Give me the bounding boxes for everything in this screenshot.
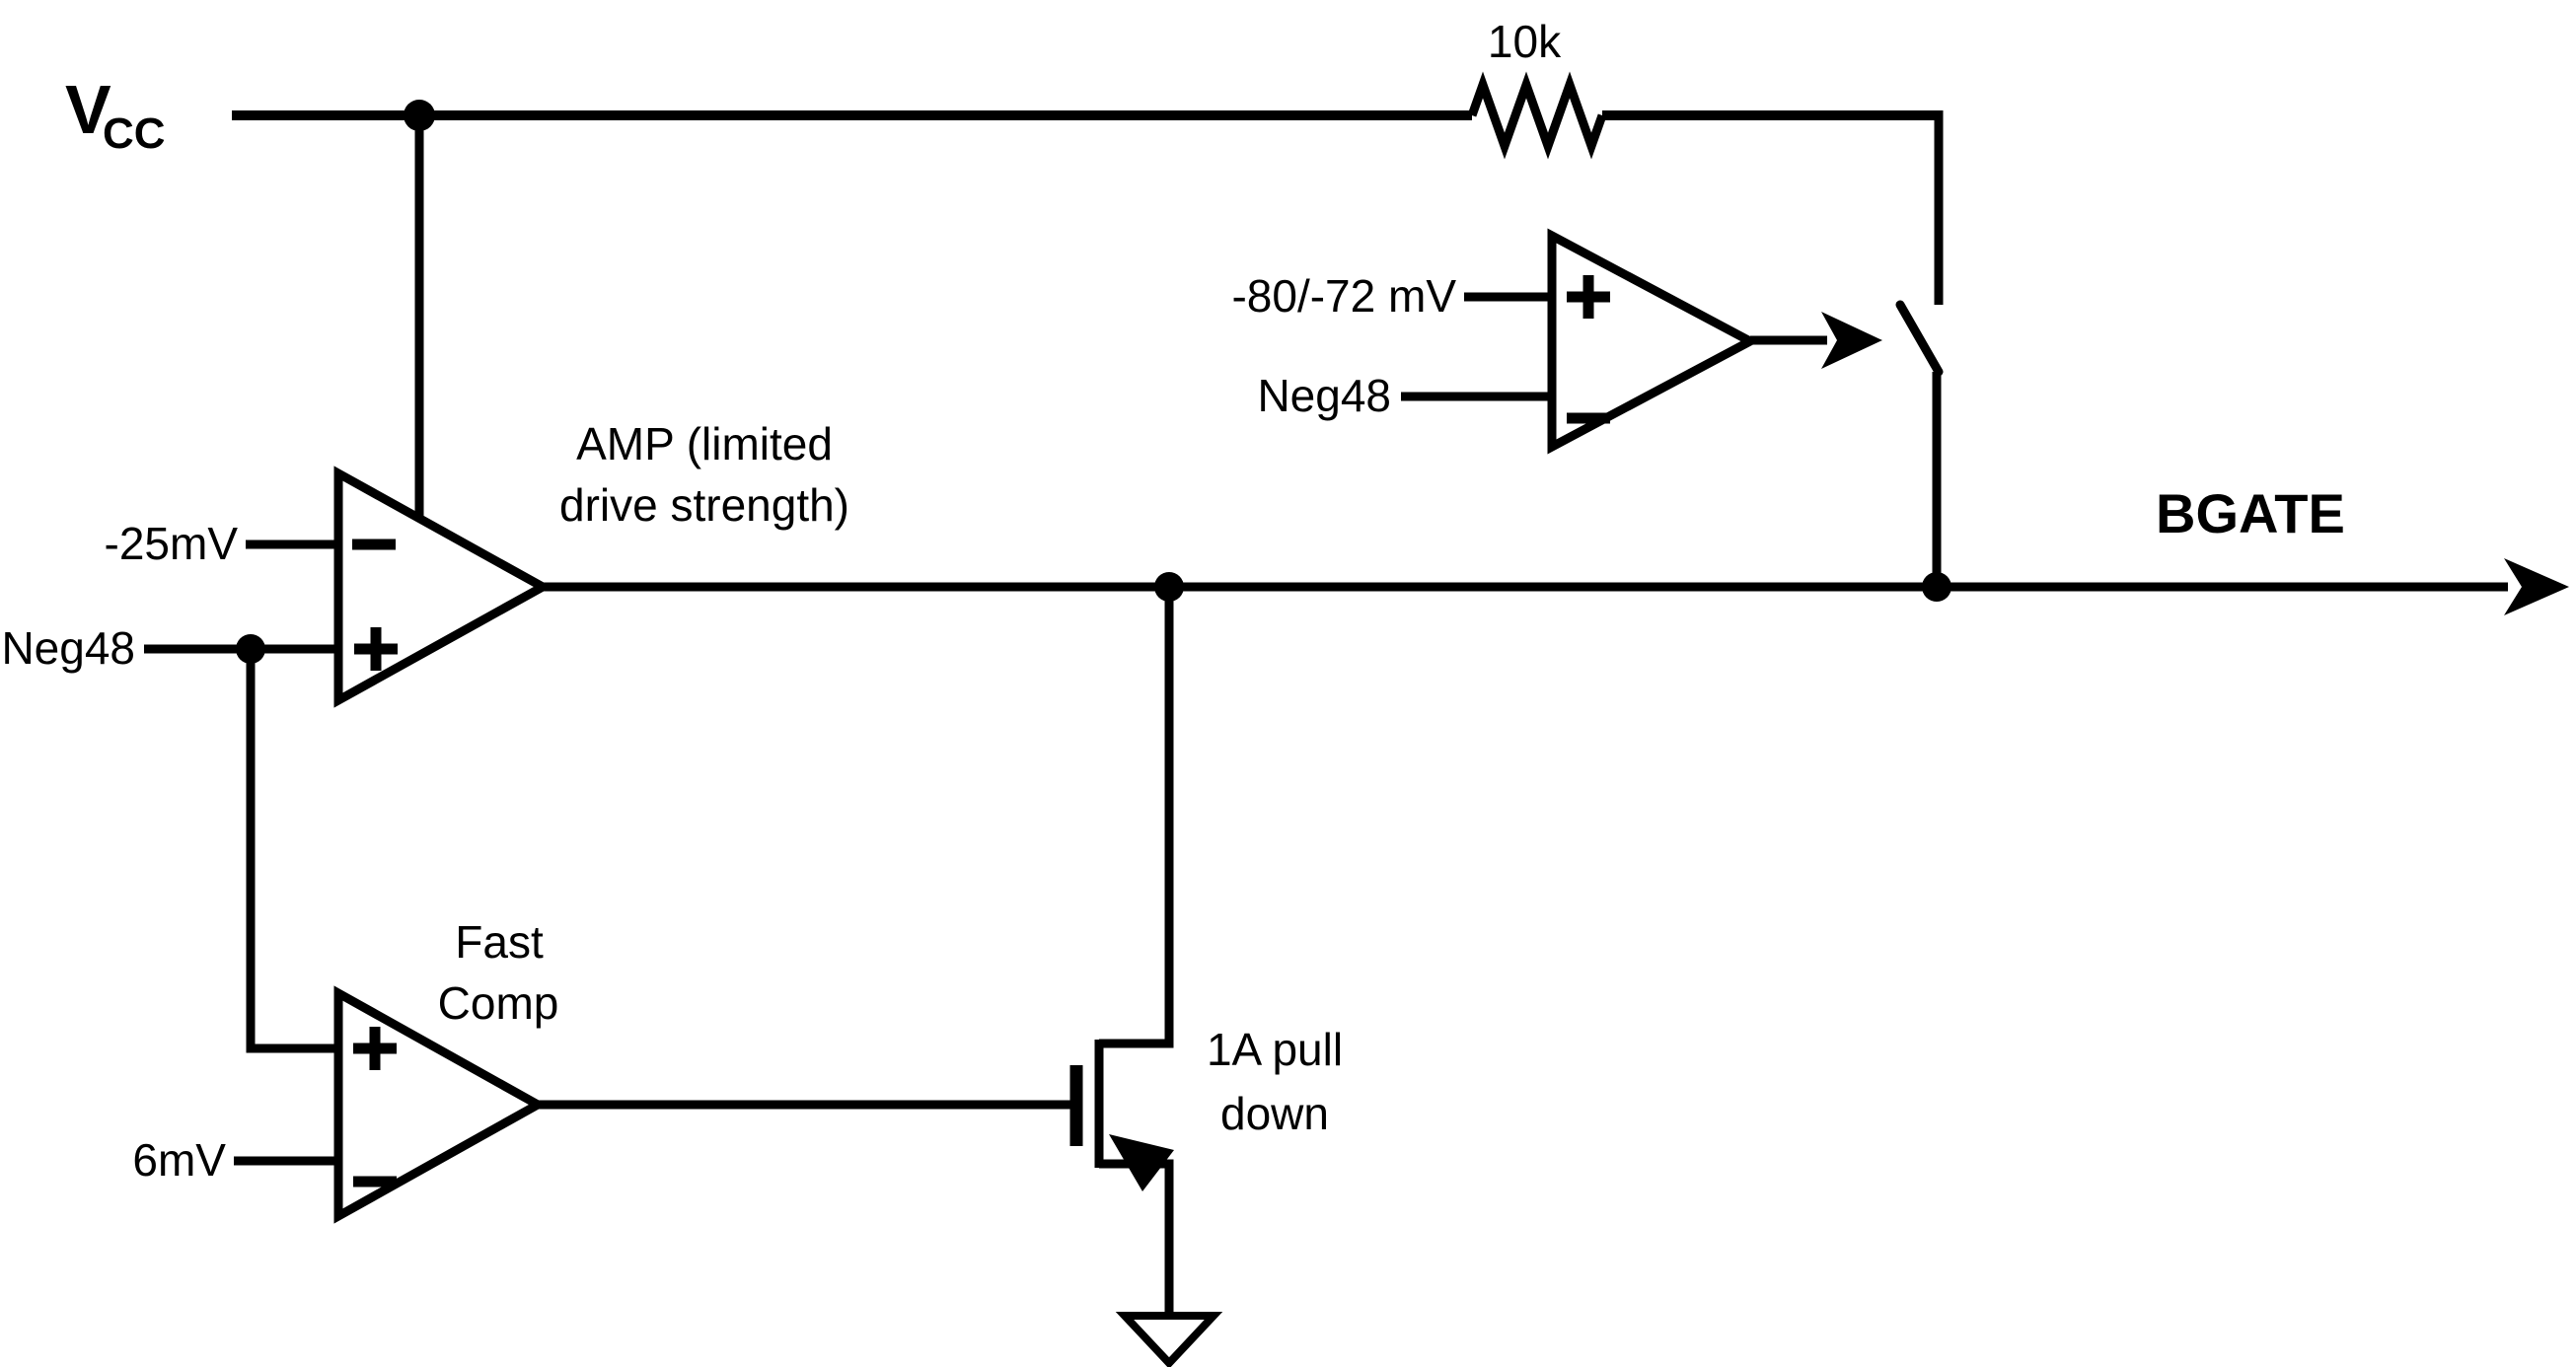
mosfet-drain-wire — [1099, 587, 1174, 1048]
resistor-value-label: 10k — [1488, 16, 1562, 67]
fast-comp-caption-line1: Fast — [455, 916, 544, 968]
amp-caption-line1: AMP (limited — [576, 418, 833, 469]
vcc-label: V — [65, 71, 111, 148]
fast-comp-caption-line2: Comp — [438, 977, 559, 1029]
pulldown-junction-dot — [1154, 572, 1184, 602]
top-comparator-plus-input-label: -80/-72 mV — [1231, 270, 1456, 322]
bgate-arrowhead-icon — [2504, 558, 2569, 615]
amp-caption-line2: drive strength) — [559, 479, 849, 531]
amp-plus-sign-icon — [354, 627, 398, 671]
fast-comp-minus-input-label: 6mV — [132, 1134, 226, 1186]
resistor-10k — [1467, 71, 1607, 160]
amp-triangle — [333, 466, 552, 708]
top-comparator-minus-input-label: Neg48 — [1257, 370, 1391, 421]
switch-control-arrowhead-icon — [1821, 312, 1882, 369]
amp-minus-input-label: -25mV — [105, 518, 239, 569]
mosfet-source-arrow-icon — [1109, 1134, 1174, 1191]
fast-comp-plus-sign-icon — [353, 1027, 397, 1070]
top-comparator-triangle — [1547, 228, 1760, 455]
pulldown-caption-line1: 1A pull — [1207, 1024, 1343, 1075]
top-comparator-plus-sign-icon — [1567, 275, 1610, 319]
switch-blade — [1895, 300, 1944, 377]
vcc-subscript-label: CC — [103, 109, 166, 158]
neg48-branch-wire — [246, 649, 338, 1053]
bgate-output-label: BGATE — [2156, 482, 2345, 544]
pulldown-caption-line2: down — [1220, 1088, 1329, 1139]
ground-icon — [1115, 1312, 1223, 1367]
amp-plus-input-label: Neg48 — [1, 622, 135, 674]
mosfet-source-wire — [1099, 1159, 1174, 1316]
